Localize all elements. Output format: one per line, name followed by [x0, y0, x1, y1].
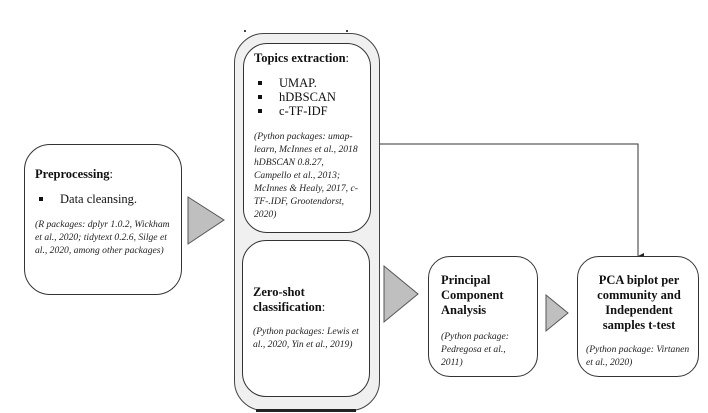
node-citation: (Python package: Virtanen et al., 2020): [586, 344, 690, 368]
node-zero-shot-classification: Zero-shot classification: (Python packag…: [242, 240, 370, 397]
node-pca-biplot-t-test: PCA biplot per community and Independent…: [577, 256, 699, 377]
tick-mark: [346, 30, 348, 32]
bullet-list: Data cleansing.: [35, 192, 171, 206]
bullet-item: hDBSCAN: [254, 90, 360, 104]
node-principal-component-analysis: Principal Component Analysis (Python pac…: [428, 256, 538, 377]
bullet-list: UMAP. hDBSCAN c-TF-IDF: [254, 76, 360, 118]
node-citation: (Python packages: Lewis et al., 2020, Yi…: [253, 326, 359, 350]
node-topics-extraction: Topics extraction: UMAP. hDBSCAN c-TF-ID…: [243, 43, 371, 233]
chevron-arrow-pca-to-biplot: [545, 293, 569, 333]
bullet-item: c-TF-IDF: [254, 104, 360, 118]
node-preprocessing: Preprocessing: Data cleansing. (R packag…: [24, 144, 182, 295]
node-citation: (Python package: Pedregosa et al., 2011): [441, 331, 509, 368]
node-citation: (R packages: dplyr 1.0.2, Wickham et al.…: [35, 219, 170, 256]
node-title: Principal Component Analysis: [441, 273, 504, 317]
node-title: Zero-shot classification:: [253, 285, 326, 314]
topics-to-biplot-connector: [380, 143, 644, 259]
bullet-item: Data cleansing.: [35, 192, 171, 206]
node-title: Topics extraction:: [254, 51, 350, 65]
bullet-item: UMAP.: [254, 76, 360, 90]
chevron-arrow-zero-shot-to-pca: [383, 264, 419, 324]
group-bottom-shadow: [256, 409, 356, 412]
node-title: PCA biplot per community and Independent…: [597, 273, 681, 332]
tick-mark: [244, 30, 246, 32]
chevron-arrow-preprocessing: [187, 196, 225, 245]
node-citation: (Python packages: umap-learn, McInnes et…: [254, 131, 358, 220]
node-title: Preprocessing:: [35, 167, 114, 181]
